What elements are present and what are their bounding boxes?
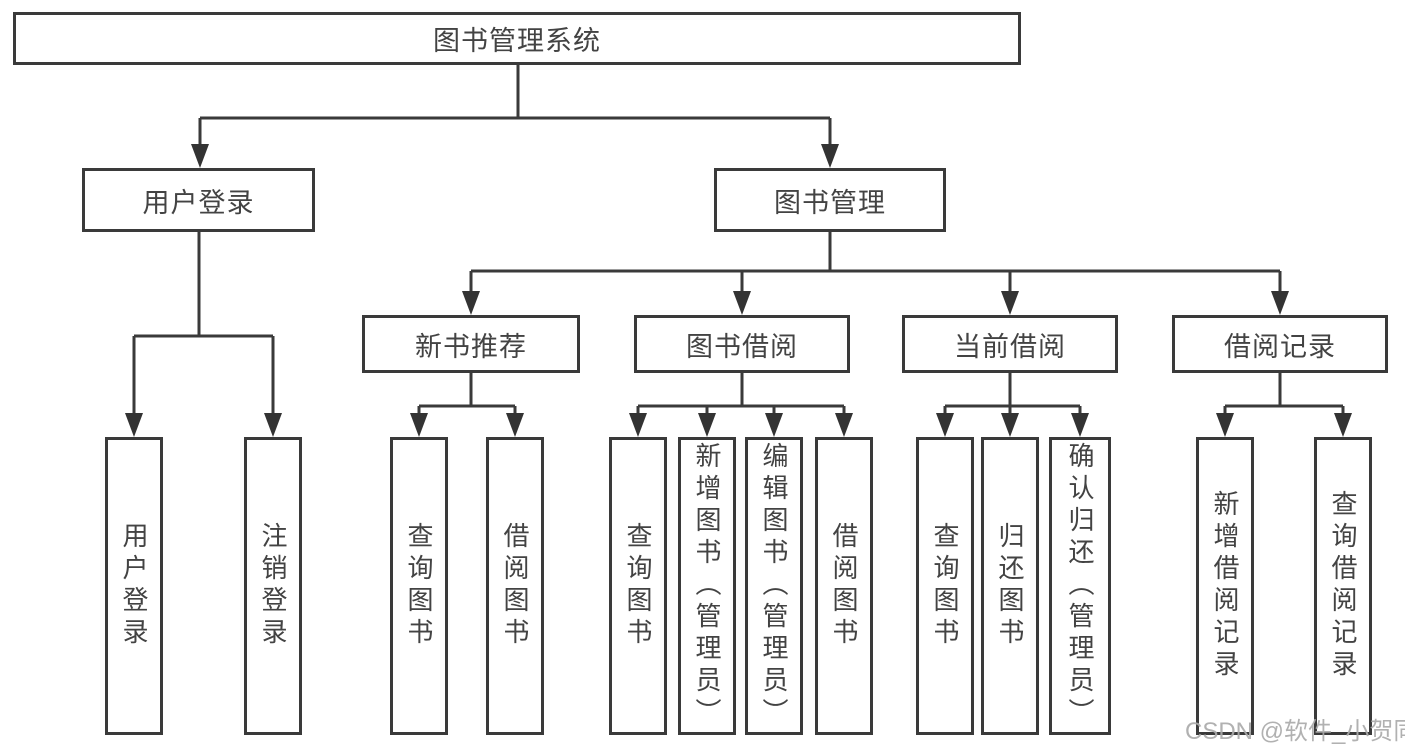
arrowhead — [629, 413, 647, 437]
leaf-edit-books-admin: 编辑图书（管理员） — [745, 437, 803, 735]
arrowhead — [1001, 413, 1019, 437]
arrowhead — [821, 144, 839, 168]
arrowhead — [410, 413, 428, 437]
arrowhead — [264, 413, 282, 437]
node-borrowing-records: 借阅记录 — [1172, 315, 1388, 373]
node-label: 图书管理 — [774, 187, 886, 218]
leaf-add-borrow-record: 新增借阅记录 — [1196, 437, 1254, 735]
arrowheads — [125, 144, 1352, 437]
leaf-query-books-borrow: 查询图书 — [609, 437, 667, 735]
arrowhead — [835, 413, 853, 437]
node-label: 借阅记录 — [1224, 331, 1336, 362]
arrowhead — [506, 413, 524, 437]
leaf-label: 用户登录 — [119, 522, 149, 650]
leaf-label: 确认归还（管理员） — [1065, 442, 1095, 730]
arrowhead — [733, 291, 751, 315]
leaf-return-books: 归还图书 — [981, 437, 1039, 735]
arrowhead — [1271, 291, 1289, 315]
node-new-book-recommendation: 新书推荐 — [362, 315, 580, 373]
leaf-label: 归还图书 — [995, 522, 1025, 650]
arrowhead — [191, 144, 209, 168]
leaf-label: 查询图书 — [930, 522, 960, 650]
leaf-confirm-return-admin: 确认归还（管理员） — [1049, 437, 1111, 735]
leaf-add-books-admin: 新增图书（管理员） — [678, 437, 736, 735]
node-label: 新书推荐 — [415, 331, 527, 362]
leaf-logout: 注销登录 — [244, 437, 302, 735]
arrowhead — [698, 413, 716, 437]
leaf-label: 借阅图书 — [500, 522, 530, 650]
node-label: 图书借阅 — [686, 331, 798, 362]
node-current-borrowing: 当前借阅 — [902, 315, 1118, 373]
arrowhead — [462, 291, 480, 315]
arrowhead — [1334, 413, 1352, 437]
node-book-borrowing: 图书借阅 — [634, 315, 850, 373]
arrowhead — [765, 413, 783, 437]
leaf-query-borrow-record: 查询借阅记录 — [1314, 437, 1372, 735]
node-label: 用户登录 — [142, 187, 255, 218]
leaf-label: 查询图书 — [404, 522, 434, 650]
arrowhead — [1071, 413, 1089, 437]
leaf-label: 新增借阅记录 — [1210, 490, 1240, 682]
leaf-borrow-books-recommend: 借阅图书 — [486, 437, 544, 735]
node-library-management-system: 图书管理系统 — [13, 12, 1021, 65]
arrowhead — [1216, 413, 1234, 437]
csdn-watermark: CSDN @软件_小贺同学 — [1185, 718, 1405, 745]
leaf-label: 新增图书（管理员） — [692, 442, 722, 730]
leaf-query-books-current: 查询图书 — [916, 437, 974, 735]
node-label: 图书管理系统 — [433, 26, 601, 56]
leaf-user-login: 用户登录 — [105, 437, 163, 735]
node-user-login: 用户登录 — [82, 168, 315, 232]
leaf-borrow-books: 借阅图书 — [815, 437, 873, 735]
arrowhead — [125, 413, 143, 437]
arrowhead — [1001, 291, 1019, 315]
node-book-management: 图书管理 — [714, 168, 946, 232]
leaf-label: 查询图书 — [623, 522, 653, 650]
leaf-label: 编辑图书（管理员） — [759, 442, 789, 730]
arrowhead — [936, 413, 954, 437]
node-label: 当前借阅 — [954, 331, 1066, 362]
leaf-label: 注销登录 — [258, 522, 288, 650]
leaf-query-books-recommend: 查询图书 — [390, 437, 448, 735]
leaf-label: 查询借阅记录 — [1328, 490, 1358, 682]
leaf-label: 借阅图书 — [829, 522, 859, 650]
